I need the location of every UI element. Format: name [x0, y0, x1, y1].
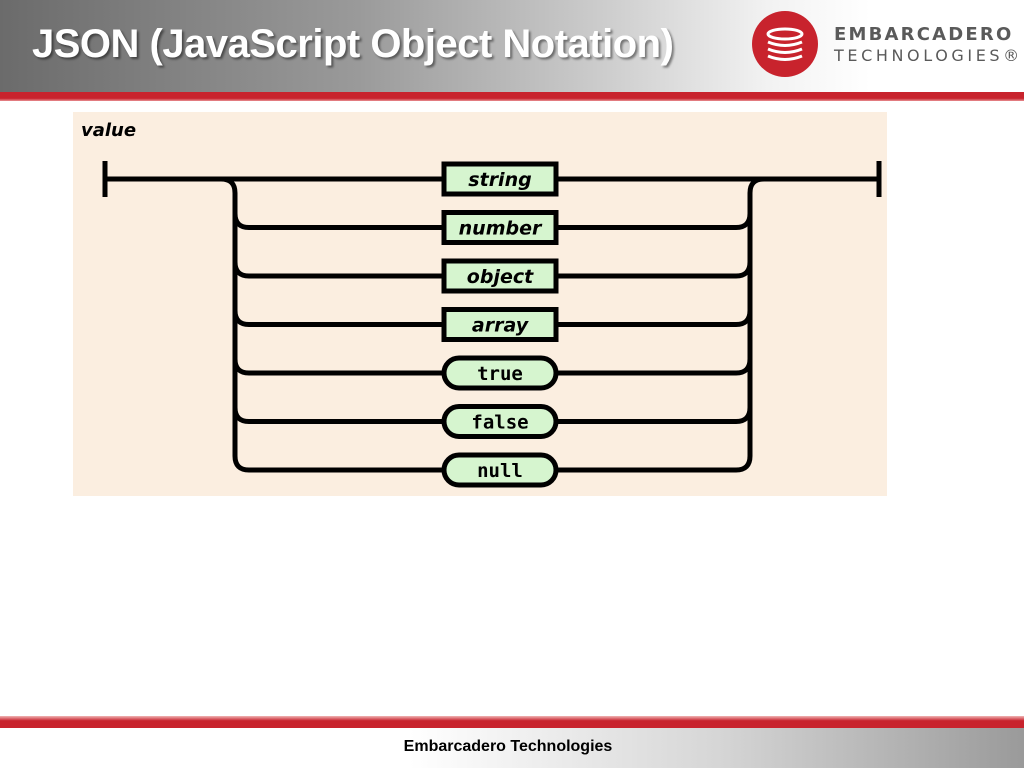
left-rail — [220, 176, 238, 456]
branch-left-array — [232, 310, 444, 327]
branch-right-true — [556, 358, 753, 376]
header-accent-bar — [0, 92, 1024, 101]
footer-accent-bar — [0, 716, 1024, 728]
branch-right-object — [556, 261, 753, 279]
terminal-label-true: true — [477, 363, 523, 385]
nonterminal-box-array — [441, 307, 559, 342]
embarcadero-logo-wordmark: EMBARCADERO TECHNOLOGIES® — [834, 24, 1023, 66]
branch-left-true — [232, 358, 444, 376]
nonterminal-label-string: string — [468, 169, 531, 191]
terminal-label-null: null — [477, 460, 523, 482]
json-value-railroad-diagram: value string number object array true false nul… — [73, 112, 887, 496]
slide-header: JSON (JavaScript Object Notation) EMBARC… — [0, 0, 1024, 92]
branch-right-null — [556, 455, 753, 473]
nonterminal-label-object: object — [467, 266, 534, 288]
terminal-box-null — [441, 452, 559, 488]
terminal-box-true — [441, 355, 559, 391]
branch-left-object — [232, 261, 444, 279]
branch-right-false — [556, 407, 753, 424]
nonterminal-label-array: array — [472, 315, 530, 337]
nonterminal-box-object — [441, 258, 559, 294]
embarcadero-logo-icon — [752, 11, 818, 77]
terminal-label-false: false — [471, 412, 528, 434]
nonterminal-label-number: number — [459, 218, 543, 240]
nonterminal-box-string — [441, 161, 559, 197]
slide-title: JSON (JavaScript Object Notation) — [32, 22, 674, 66]
slide-footer: Embarcadero Technologies — [0, 728, 1024, 768]
right-rail — [747, 176, 765, 456]
logo-line-1: EMBARCADERO — [834, 24, 1014, 45]
diagram-label: value — [81, 120, 136, 141]
branch-left-false — [232, 407, 444, 424]
terminal-box-false — [441, 404, 559, 439]
nonterminal-box-number — [441, 210, 559, 245]
footer-text: Embarcadero Technologies — [403, 738, 613, 755]
branch-right-array — [556, 310, 753, 327]
branch-left-null — [232, 455, 444, 473]
railroad-diagram-canvas: value string number object array true false nul… — [81, 120, 882, 488]
branch-left-number — [232, 213, 444, 230]
logo-line-2: TECHNOLOGIES® — [834, 46, 1023, 65]
branch-right-number — [556, 213, 753, 230]
